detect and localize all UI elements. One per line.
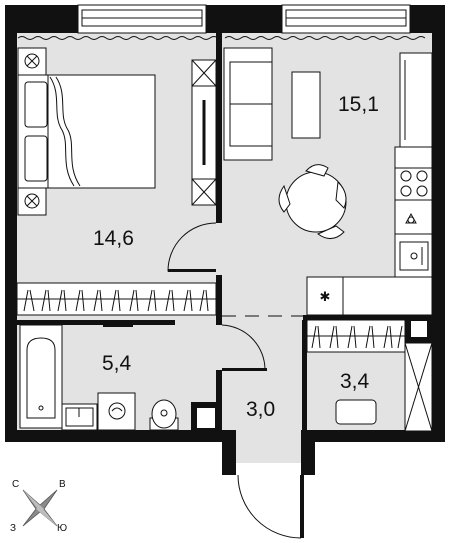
oven	[405, 212, 417, 224]
washing-basin-storage	[335, 399, 377, 425]
bathroom-door[interactable]	[221, 324, 267, 371]
bedroom-wardrobe	[16, 282, 217, 327]
bedside-lamp-top	[17, 47, 47, 76]
room-area-storage: 3,4	[340, 370, 370, 393]
compass-east-label: В	[59, 479, 66, 490]
bed	[17, 74, 156, 189]
bathtub	[19, 324, 63, 429]
compass-icon	[22, 489, 58, 527]
window-left	[77, 4, 207, 34]
window-right	[281, 4, 411, 34]
room-area-bedroom: 14,6	[93, 227, 134, 250]
sofa	[223, 47, 273, 161]
compass-north-label: С	[12, 479, 19, 490]
compass-south-label: Ю	[57, 523, 67, 534]
sink	[399, 241, 429, 271]
outer-walls	[5, 5, 445, 475]
svg-text:✱: ✱	[320, 289, 331, 304]
bathroom-sink	[61, 403, 98, 431]
entrance-door[interactable]	[237, 474, 304, 539]
fridge: ✱	[306, 276, 433, 316]
bedroom-wardrobe-side	[191, 59, 217, 206]
room-area-hallway: 3,0	[246, 398, 275, 421]
room-area-living-kitchen: 15,1	[338, 93, 379, 116]
dining-table	[278, 164, 347, 239]
washing-machine	[97, 392, 136, 431]
stove	[400, 170, 428, 197]
storage-wardrobe	[306, 319, 406, 353]
compass-west-label: З	[10, 523, 16, 534]
coffee-table	[291, 71, 321, 139]
shaft-void	[197, 408, 215, 428]
bedside-lamp-bottom	[17, 187, 47, 216]
storage-cabinet	[404, 342, 433, 432]
radiators	[17, 36, 426, 40]
kitchen-shaft-void	[411, 321, 427, 337]
bedroom-door[interactable]	[167, 222, 217, 272]
kitchen-cabinet-top	[399, 52, 433, 148]
room-area-bathroom: 5,4	[102, 352, 132, 375]
toilet	[149, 399, 179, 431]
